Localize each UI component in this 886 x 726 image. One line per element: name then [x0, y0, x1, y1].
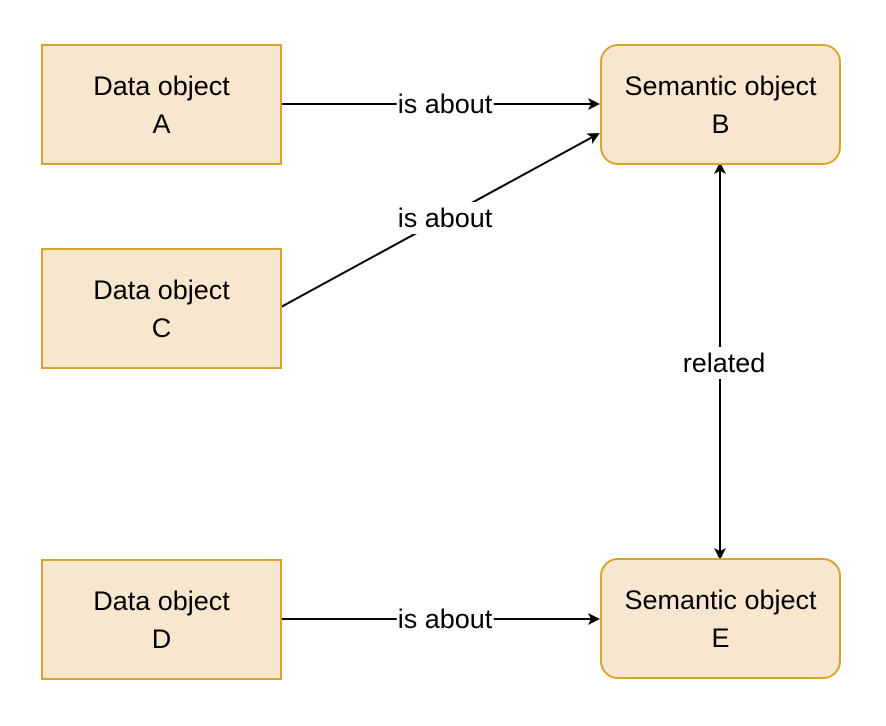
edge-label-a-to-b: is about	[396, 88, 494, 120]
node-label-line1: Data object	[93, 70, 230, 101]
node-label-line2: A	[152, 108, 171, 139]
edge-label-b-e-related: related	[681, 347, 767, 379]
data-object-d: Data object D	[41, 559, 282, 680]
node-label-line2: C	[151, 312, 172, 343]
node-label-line1: Semantic object	[624, 584, 817, 615]
node-label-line2: E	[711, 622, 730, 653]
node-label-line2: D	[151, 623, 172, 654]
semantic-object-e: Semantic object E	[600, 558, 841, 679]
edge-label-c-to-b: is about	[396, 202, 494, 234]
semantic-object-b: Semantic object B	[600, 44, 841, 165]
edge-label-d-to-e: is about	[396, 603, 494, 635]
node-label-line1: Semantic object	[624, 70, 817, 101]
data-object-c: Data object C	[41, 248, 282, 369]
node-label-line1: Data object	[93, 274, 230, 305]
data-object-a: Data object A	[41, 44, 282, 165]
node-label-line2: B	[711, 108, 730, 139]
node-label-line1: Data object	[93, 585, 230, 616]
